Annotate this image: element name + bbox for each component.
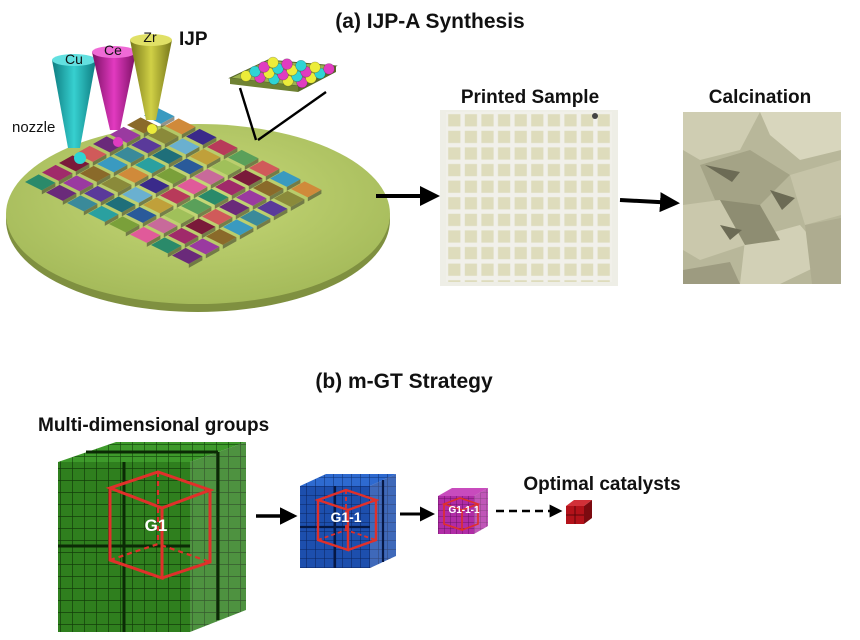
- nozzle-zr: [130, 34, 172, 120]
- magenta-cube-g1-1-1: [438, 488, 488, 534]
- cube-label-g1-1-1: G1-1-1: [448, 505, 480, 516]
- nozzle-label: nozzle: [12, 119, 55, 136]
- nozzle-label-zr: Zr: [143, 29, 157, 45]
- calcination-image: [683, 112, 841, 284]
- section-a-title: (a) IJP-A Synthesis: [335, 10, 524, 33]
- printed-sample-image: [440, 110, 618, 286]
- printed-tile-array: [25, 107, 322, 268]
- droplet-zr: [147, 124, 157, 134]
- nozzle-label-ce: Ce: [104, 42, 122, 58]
- g1-1-highlight-cube: [314, 488, 380, 552]
- arrow-to-calcination: [619, 192, 680, 213]
- zoom-lines: [238, 87, 327, 141]
- cube-label-g1-1: G1-1: [330, 509, 361, 525]
- nozzle-cu: [52, 54, 96, 148]
- red-cube-optimal: [566, 500, 592, 524]
- nozzle-label-cu: Cu: [65, 51, 83, 67]
- section-b-title: (b) m-GT Strategy: [315, 370, 493, 393]
- g1-highlight-cube: [105, 470, 215, 581]
- droplet-ce: [113, 137, 123, 147]
- groups-label: Multi-dimensional groups: [38, 415, 269, 436]
- green-cube-group: [58, 442, 246, 632]
- ijp-label: IJP: [179, 29, 208, 50]
- zoom-inset-spheres: [228, 56, 338, 92]
- cube-label-g1: G1: [145, 516, 168, 535]
- calcination-label: Calcination: [709, 87, 811, 108]
- blue-cube-g1-1: [300, 474, 396, 568]
- nozzle-ce: [92, 46, 136, 130]
- optimal-catalysts-label: Optimal catalysts: [523, 474, 680, 495]
- droplet-cu: [74, 152, 86, 164]
- printed-sample-label: Printed Sample: [461, 87, 599, 108]
